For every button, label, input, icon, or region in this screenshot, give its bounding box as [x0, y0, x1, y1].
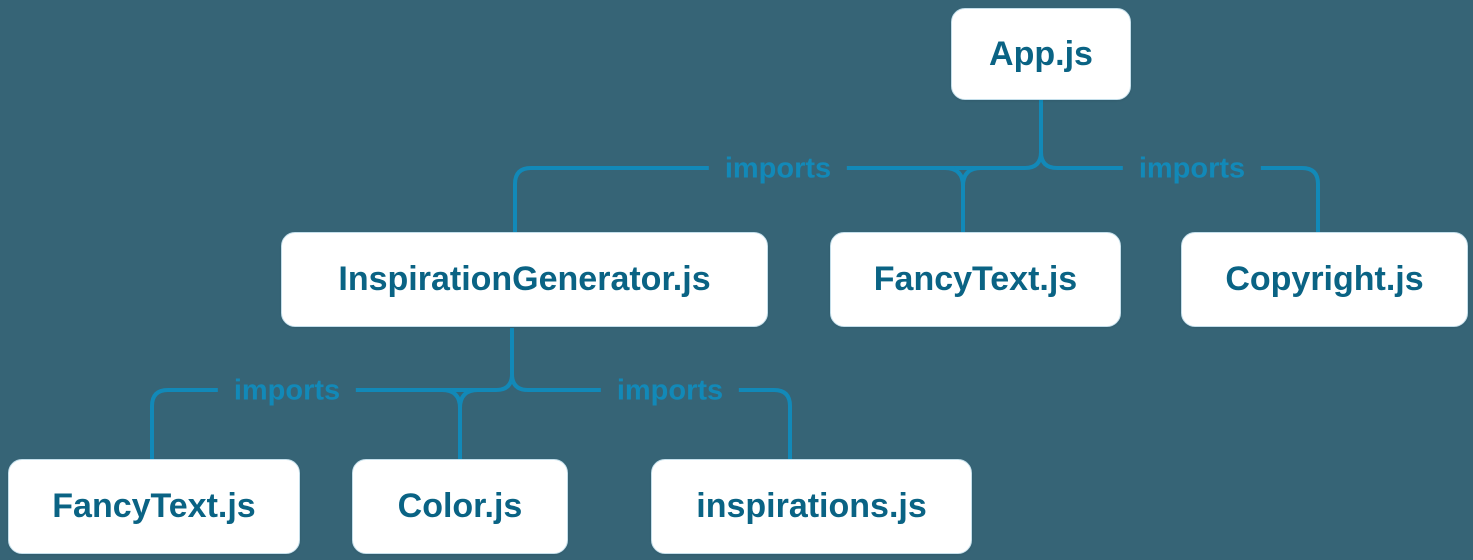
node-copyright-js-label: Copyright.js: [1225, 260, 1424, 298]
node-fancytext-js-bottom: FancyText.js: [8, 459, 300, 554]
edge-label-imports-top-right: imports: [1122, 152, 1262, 186]
node-inspirations-js: inspirations.js: [651, 459, 972, 554]
edge-ig-to-color: [441, 388, 462, 459]
node-inspirationgenerator-js: InspirationGenerator.js: [281, 232, 768, 327]
node-fancytext-js-mid: FancyText.js: [830, 232, 1121, 327]
edge-app-to-fancytext: [944, 166, 965, 232]
edge-label-imports-bottom-right: imports: [600, 374, 740, 408]
node-color-js: Color.js: [352, 459, 568, 554]
node-copyright-js: Copyright.js: [1181, 232, 1468, 327]
node-app-js: App.js: [951, 8, 1131, 100]
edge-app-to-fancytext-join: [961, 166, 982, 187]
node-color-js-label: Color.js: [397, 487, 523, 525]
node-inspirations-js-label: inspirations.js: [696, 487, 927, 525]
node-app-js-label: App.js: [989, 34, 1093, 73]
edge-ig-to-color-join: [458, 388, 479, 409]
node-fancytext-js-bottom-label: FancyText.js: [52, 487, 256, 525]
node-inspirationgenerator-js-label: InspirationGenerator.js: [338, 260, 711, 298]
node-fancytext-js-mid-label: FancyText.js: [873, 260, 1078, 298]
edge-label-imports-bottom-left: imports: [217, 374, 357, 408]
edge-label-imports-top-left: imports: [708, 152, 848, 186]
